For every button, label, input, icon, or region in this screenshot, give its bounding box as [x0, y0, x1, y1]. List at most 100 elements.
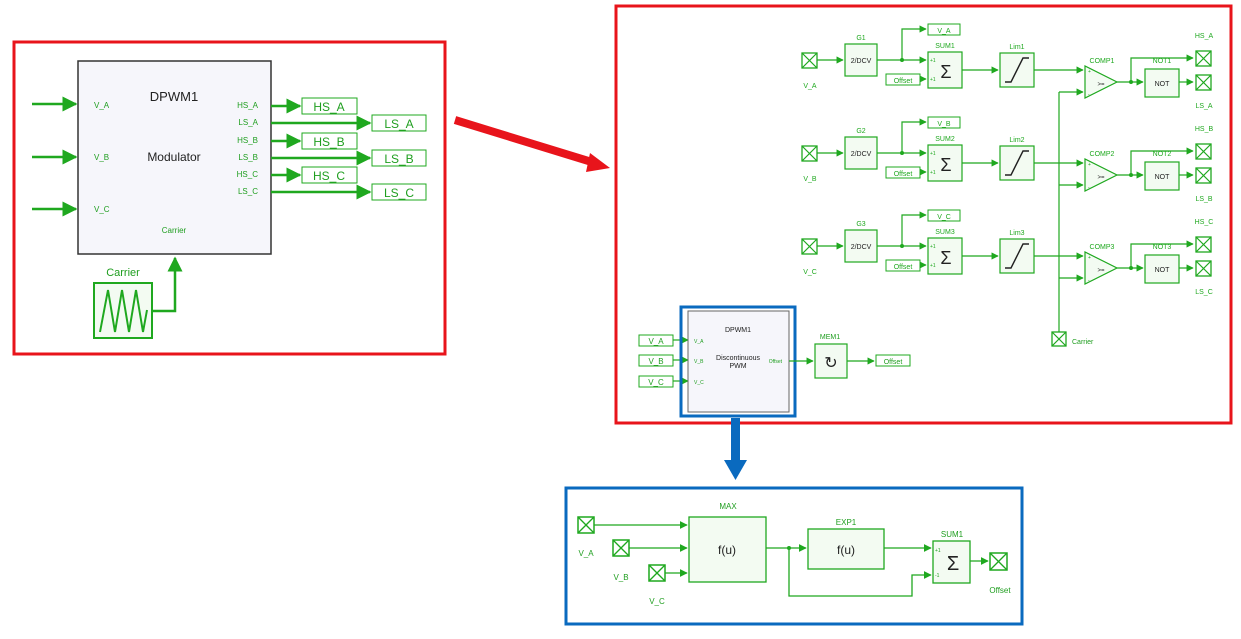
- phase-row-3: [801, 209, 1212, 285]
- sum-block[interactable]: [927, 237, 963, 275]
- phase-input-terminal[interactable]: [801, 145, 818, 162]
- not-label: NOT1: [1153, 58, 1172, 65]
- zoom-arrow-blue: [724, 418, 747, 480]
- carrier-block-label: Carrier: [106, 267, 140, 279]
- not-label: NOT2: [1153, 151, 1172, 158]
- zoom-arrow-red: [453, 116, 610, 172]
- sum-port-2: +1: [930, 170, 936, 176]
- exp-block[interactable]: EXP1 f(u): [807, 518, 885, 570]
- ls-output-terminal[interactable]: [1195, 167, 1212, 184]
- gain-label: G1: [856, 35, 865, 42]
- mem-block[interactable]: MEM1 ↻ Offset: [789, 334, 911, 379]
- phase-input-terminal[interactable]: [801, 52, 818, 69]
- exp-func: f(u): [837, 543, 855, 557]
- carrier-bus: Carrier: [1051, 88, 1094, 347]
- dpwm-output-port-hs-a: HS_A: [237, 101, 259, 110]
- gain-block[interactable]: [844, 229, 878, 263]
- dpwm-modulator-block[interactable]: DPWM1 Modulator V_A V_B V_C HS_A LS_A HS…: [77, 60, 272, 255]
- comparator-block[interactable]: [1084, 251, 1119, 285]
- phase-input-label: V_A: [803, 83, 817, 90]
- comparator-block[interactable]: [1084, 65, 1119, 99]
- label-hs-a: HS_A: [313, 100, 344, 114]
- bottom-sum-port-1: +1: [935, 548, 941, 554]
- carrier-terminal[interactable]: [1051, 331, 1067, 347]
- inner-dpwm-text1: Discontinuous: [716, 355, 760, 362]
- top-input-wires: [32, 96, 78, 217]
- sum-port-1: +1: [930, 244, 936, 250]
- hs-output-terminal[interactable]: [1195, 236, 1212, 253]
- bottom-input-va-label: V_A: [578, 549, 594, 558]
- dpwm-output-port-ls-b: LS_B: [238, 153, 258, 162]
- ls-output-label: LS_C: [1195, 289, 1213, 296]
- max-func: f(u): [718, 543, 736, 557]
- phase-input-terminal[interactable]: [801, 238, 818, 255]
- inner-dpwm-port-offset: Offset: [769, 359, 783, 365]
- bottom-input-vc-terminal[interactable]: [648, 564, 666, 582]
- top-output-labels: HS_A LS_A HS_B LS_B HS_C LS_C: [301, 97, 427, 201]
- bottom-sum-label: SUM1: [941, 530, 964, 539]
- mem-cycle-icon: ↻: [824, 355, 837, 372]
- dpwm-output-port-ls-c: LS_C: [238, 187, 258, 196]
- not-label: NOT3: [1153, 244, 1172, 251]
- bottom-input-va-terminal[interactable]: [577, 516, 595, 534]
- comparator-block[interactable]: [1084, 158, 1119, 192]
- sum-symbol: Σ: [940, 248, 951, 268]
- phase-row-1: [801, 23, 1212, 99]
- inner-dpwm-port-vc: V_C: [694, 380, 704, 386]
- bottom-mid-wires: [766, 544, 989, 597]
- comparator-port-plus: +: [1088, 162, 1091, 168]
- comparator-port-minus: -: [1088, 92, 1090, 98]
- limiter-label: Lim1: [1009, 44, 1024, 51]
- inner-dpwm-port-va: V_A: [694, 339, 704, 345]
- phase-input-label: V_B: [803, 176, 817, 183]
- label-hs-c: HS_C: [313, 169, 345, 183]
- hs-output-terminal[interactable]: [1195, 143, 1212, 160]
- modulator-internals-panel: [614, 4, 1233, 425]
- not-text: NOT: [1155, 174, 1171, 181]
- hs-output-terminal[interactable]: [1195, 50, 1212, 67]
- dpwm-output-port-ls-a: LS_A: [238, 118, 258, 127]
- bottom-input-vb-terminal[interactable]: [612, 539, 630, 557]
- not-block[interactable]: [1144, 68, 1180, 98]
- comparator-op: >=: [1097, 82, 1105, 88]
- inner-dpwm-block[interactable]: DPWM1 Discontinuous PWM V_A V_B V_C Offs…: [687, 310, 790, 413]
- phase-input-label: V_C: [803, 269, 817, 276]
- dpwm-input-port-vb: V_B: [94, 153, 109, 162]
- top-output-wires: [271, 98, 372, 200]
- max-block[interactable]: MAX f(u): [688, 502, 767, 583]
- gain-block[interactable]: [844, 43, 878, 77]
- sum-port-1: +1: [930, 151, 936, 157]
- triangle-wave-icon: [99, 289, 148, 333]
- sum-block[interactable]: [927, 144, 963, 182]
- inner-dpwm-input-va: V_A: [648, 337, 664, 346]
- v-label: V_B: [937, 121, 951, 128]
- hs-output-label: HS_C: [1195, 219, 1214, 226]
- gain-text: 2/DCV: [851, 151, 872, 158]
- gain-label: G3: [856, 221, 865, 228]
- inner-dpwm-inputs: V_A V_B V_C: [638, 334, 689, 388]
- comparator-port-minus: -: [1088, 278, 1090, 284]
- inner-dpwm-input-vc: V_C: [648, 378, 664, 387]
- sum-label: SUM3: [935, 229, 955, 236]
- gain-block[interactable]: [844, 136, 878, 170]
- hs-output-label: HS_B: [1195, 126, 1214, 133]
- v-label: V_C: [937, 214, 951, 221]
- not-block[interactable]: [1144, 254, 1180, 284]
- ls-output-terminal[interactable]: [1195, 74, 1212, 91]
- not-block[interactable]: [1144, 161, 1180, 191]
- saturation-icon: [1005, 57, 1029, 83]
- bottom-sum-block[interactable]: SUM1 Σ +1 -1: [932, 530, 971, 584]
- limiter-block[interactable]: [999, 238, 1035, 274]
- limiter-block[interactable]: [999, 145, 1035, 181]
- limiter-block[interactable]: [999, 52, 1035, 88]
- carrier-source-block[interactable]: Carrier: [93, 256, 183, 339]
- ls-output-terminal[interactable]: [1195, 260, 1212, 277]
- bottom-input-vc-label: V_C: [649, 597, 665, 606]
- sum-symbol: Σ: [940, 62, 951, 82]
- gain-text: 2/DCV: [851, 244, 872, 251]
- offset-label: Offset: [894, 78, 913, 85]
- bottom-output-terminal[interactable]: [989, 552, 1008, 571]
- ls-output-label: LS_B: [1195, 196, 1212, 203]
- sum-symbol: Σ: [940, 155, 951, 175]
- offset-label: Offset: [894, 264, 913, 271]
